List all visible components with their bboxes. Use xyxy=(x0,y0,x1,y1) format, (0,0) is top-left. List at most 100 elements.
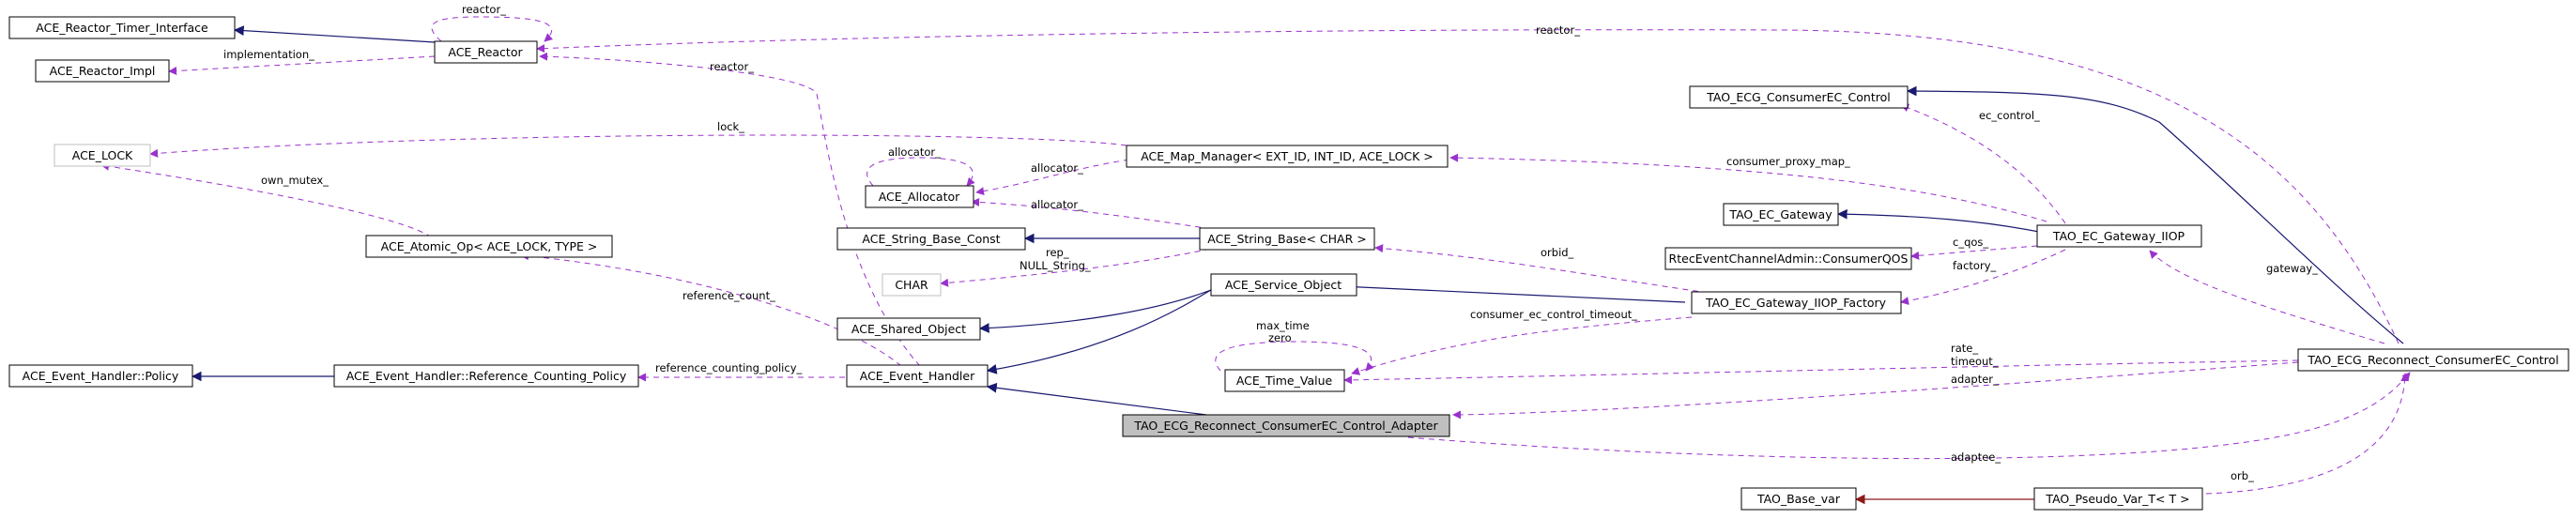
label-c-qos: c_qos_ xyxy=(1953,236,1988,249)
node-atomic-op[interactable]: ACE_Atomic_Op< ACE_LOCK, TYPE > xyxy=(365,235,613,258)
node-gateway-iiop[interactable]: TAO_EC_Gateway_IIOP xyxy=(2036,224,2202,248)
node-gateway-iiop-factory[interactable]: TAO_EC_Gateway_IIOP_Factory xyxy=(1691,291,1902,314)
node-consumer-ec-control[interactable]: TAO_ECG_ConsumerEC_Control xyxy=(1689,85,1909,109)
label-reference-count: reference_count_ xyxy=(682,289,775,302)
node-service-object[interactable]: ACE_Service_Object xyxy=(1210,273,1357,297)
edge-lock-from-map xyxy=(149,134,1127,158)
edge-allocator-self xyxy=(866,157,975,187)
edge-orbid xyxy=(1374,244,1710,294)
edge-time-value-self xyxy=(1215,341,1374,372)
label-own-mutex: own_mutex_ xyxy=(261,174,329,187)
svg-text:ACE_LOCK: ACE_LOCK xyxy=(72,148,133,162)
svg-text:TAO_ECG_ConsumerEC_Control: TAO_ECG_ConsumerEC_Control xyxy=(1706,90,1890,104)
edge-implementation xyxy=(168,55,436,76)
label-timeout: timeout_ xyxy=(1951,355,1999,368)
edge-service-object-inherit xyxy=(1339,282,1686,303)
svg-text:ACE_Event_Handler: ACE_Event_Handler xyxy=(860,369,975,383)
label-max-time: max_time xyxy=(1256,319,1310,332)
svg-text:TAO_EC_Gateway: TAO_EC_Gateway xyxy=(1728,207,1832,221)
node-time-value[interactable]: ACE_Time_Value xyxy=(1224,369,1345,392)
svg-text:ACE_String_Base< CHAR >: ACE_String_Base< CHAR > xyxy=(1207,232,1366,246)
edge-allocator-from-map xyxy=(975,159,1130,196)
node-consumer-qos[interactable]: RtecEventChannelAdmin::ConsumerQOS xyxy=(1664,247,1912,270)
svg-text:ACE_Event_Handler::Reference_C: ACE_Event_Handler::Reference_Counting_Po… xyxy=(346,369,627,383)
edge-reactor-top xyxy=(536,29,2400,344)
svg-text:ACE_Allocator: ACE_Allocator xyxy=(879,190,960,204)
node-ec-gateway[interactable]: TAO_EC_Gateway xyxy=(1723,203,1839,226)
svg-text:TAO_ECG_Reconnect_ConsumerEC_C: TAO_ECG_Reconnect_ConsumerEC_Control_Ada… xyxy=(1133,419,1438,433)
label-lock: lock_ xyxy=(717,120,744,133)
edge-gateway xyxy=(2149,250,2385,344)
edge-factory xyxy=(1900,249,2066,305)
node-shared-object[interactable]: ACE_Shared_Object xyxy=(836,317,981,341)
label-allocator-str: allocator_ xyxy=(1031,198,1083,211)
label-implementation: implementation_ xyxy=(223,48,314,61)
node-string-base-const[interactable]: ACE_String_Base_Const xyxy=(836,227,1026,251)
svg-text:RtecEventChannelAdmin::Consume: RtecEventChannelAdmin::ConsumerQOS xyxy=(1669,252,1909,266)
edge-orb xyxy=(2205,373,2410,495)
node-pseudo-var[interactable]: TAO_Pseudo_Var_T< T > xyxy=(2033,487,2203,511)
svg-text:ACE_Time_Value: ACE_Time_Value xyxy=(1236,374,1333,388)
label-rep: rep_ xyxy=(1046,246,1069,259)
edge-rate-timeout xyxy=(1343,359,2299,385)
edge-reactor-from-event-handler xyxy=(539,52,921,367)
label-allocator-map: allocator_ xyxy=(1031,161,1083,175)
node-reactor-timer-interface[interactable]: ACE_Reactor_Timer_Interface xyxy=(8,16,236,39)
edge-reference-count xyxy=(520,252,902,367)
label-consumer-proxy-map: consumer_proxy_map_ xyxy=(1726,155,1850,168)
node-event-handler[interactable]: ACE_Event_Handler xyxy=(846,364,989,388)
svg-text:ACE_Event_Handler::Policy: ACE_Event_Handler::Policy xyxy=(23,369,179,383)
edge-shared-object-inherit xyxy=(978,285,1221,333)
edge-lock-from-atomic xyxy=(100,161,433,238)
node-allocator[interactable]: ACE_Allocator xyxy=(865,185,974,208)
edge-allocator-from-string xyxy=(971,197,1212,230)
edge-consumer-ec-control-inherit xyxy=(1906,85,2404,344)
label-gateway: gateway_ xyxy=(2266,262,2318,275)
node-base-var[interactable]: TAO_Base_var xyxy=(1740,487,1857,511)
edge-ec-control xyxy=(1900,103,2066,224)
svg-text:ACE_Reactor_Impl: ACE_Reactor_Impl xyxy=(50,64,156,78)
label-factory: factory_ xyxy=(1953,259,1996,272)
node-map-manager[interactable]: ACE_Map_Manager< EXT_ID, INT_ID, ACE_LOC… xyxy=(1126,145,1449,168)
node-reactor-impl[interactable]: ACE_Reactor_Impl xyxy=(35,59,170,83)
edge-adaptee xyxy=(1407,372,2411,460)
node-char[interactable]: CHAR xyxy=(882,273,942,297)
node-reference-counting-policy[interactable]: ACE_Event_Handler::Reference_Counting_Po… xyxy=(333,364,639,388)
svg-text:TAO_EC_Gateway_IIOP_Factory: TAO_EC_Gateway_IIOP_Factory xyxy=(1705,296,1887,310)
svg-text:ACE_String_Base_Const: ACE_String_Base_Const xyxy=(862,232,1000,246)
label-reactor-eh: reactor_ xyxy=(710,60,754,73)
svg-text:ACE_Map_Manager< EXT_ID, INT_I: ACE_Map_Manager< EXT_ID, INT_ID, ACE_LOC… xyxy=(1141,149,1434,163)
svg-text:TAO_EC_Gateway_IIOP: TAO_EC_Gateway_IIOP xyxy=(2052,229,2185,243)
svg-text:TAO_Base_var: TAO_Base_var xyxy=(1756,492,1841,506)
label-reactor-top: reactor_ xyxy=(1536,23,1580,37)
edge-reactor-timer-interface xyxy=(233,25,436,43)
edge-adapter xyxy=(1452,361,2299,420)
node-string-base[interactable]: ACE_String_Base< CHAR > xyxy=(1199,227,1375,251)
svg-text:CHAR: CHAR xyxy=(895,278,928,292)
node-lock[interactable]: ACE_LOCK xyxy=(54,144,151,167)
svg-text:ACE_Atomic_Op< ACE_LOCK, TYPE: ACE_Atomic_Op< ACE_LOCK, TYPE > xyxy=(381,239,598,253)
svg-text:TAO_Pseudo_Var_T< T >: TAO_Pseudo_Var_T< T > xyxy=(2045,492,2189,506)
label-adapter: adapter_ xyxy=(1951,373,1999,386)
node-reactor[interactable]: ACE_Reactor xyxy=(434,40,538,64)
edge-c-qos xyxy=(1910,245,2038,260)
node-policy[interactable]: ACE_Event_Handler::Policy xyxy=(8,364,193,388)
svg-text:ACE_Service_Object: ACE_Service_Object xyxy=(1225,278,1342,292)
label-null-string: NULL_String_ xyxy=(1020,259,1091,272)
edge-ec-gateway-inherit xyxy=(1836,208,2040,233)
svg-text:ACE_Reactor_Timer_Interface: ACE_Reactor_Timer_Interface xyxy=(36,21,208,35)
svg-text:ACE_Shared_Object: ACE_Shared_Object xyxy=(851,322,966,336)
label-rate: rate_ xyxy=(1951,342,1978,355)
label-ec-control: ec_control_ xyxy=(1979,109,2040,122)
label-orb: orb_ xyxy=(2231,469,2254,482)
node-reconnect-control-adapter[interactable]: TAO_ECG_Reconnect_ConsumerEC_Control_Ada… xyxy=(1122,414,1450,437)
node-reconnect-consumer-ec-control[interactable]: TAO_ECG_Reconnect_ConsumerEC_Control xyxy=(2297,348,2569,372)
edge-consumer-proxy-map xyxy=(1449,153,2047,222)
label-adaptee: adaptee_ xyxy=(1951,450,2001,464)
label-allocator-self: allocator_ xyxy=(888,145,941,159)
svg-text:TAO_ECG_Reconnect_ConsumerEC_C: TAO_ECG_Reconnect_ConsumerEC_Control xyxy=(2307,353,2558,367)
edge-reactor-self xyxy=(431,16,554,42)
label-reference-counting-policy: reference_counting_policy_ xyxy=(655,361,802,374)
edge-consumer-ec-control-timeout xyxy=(1351,316,1693,375)
